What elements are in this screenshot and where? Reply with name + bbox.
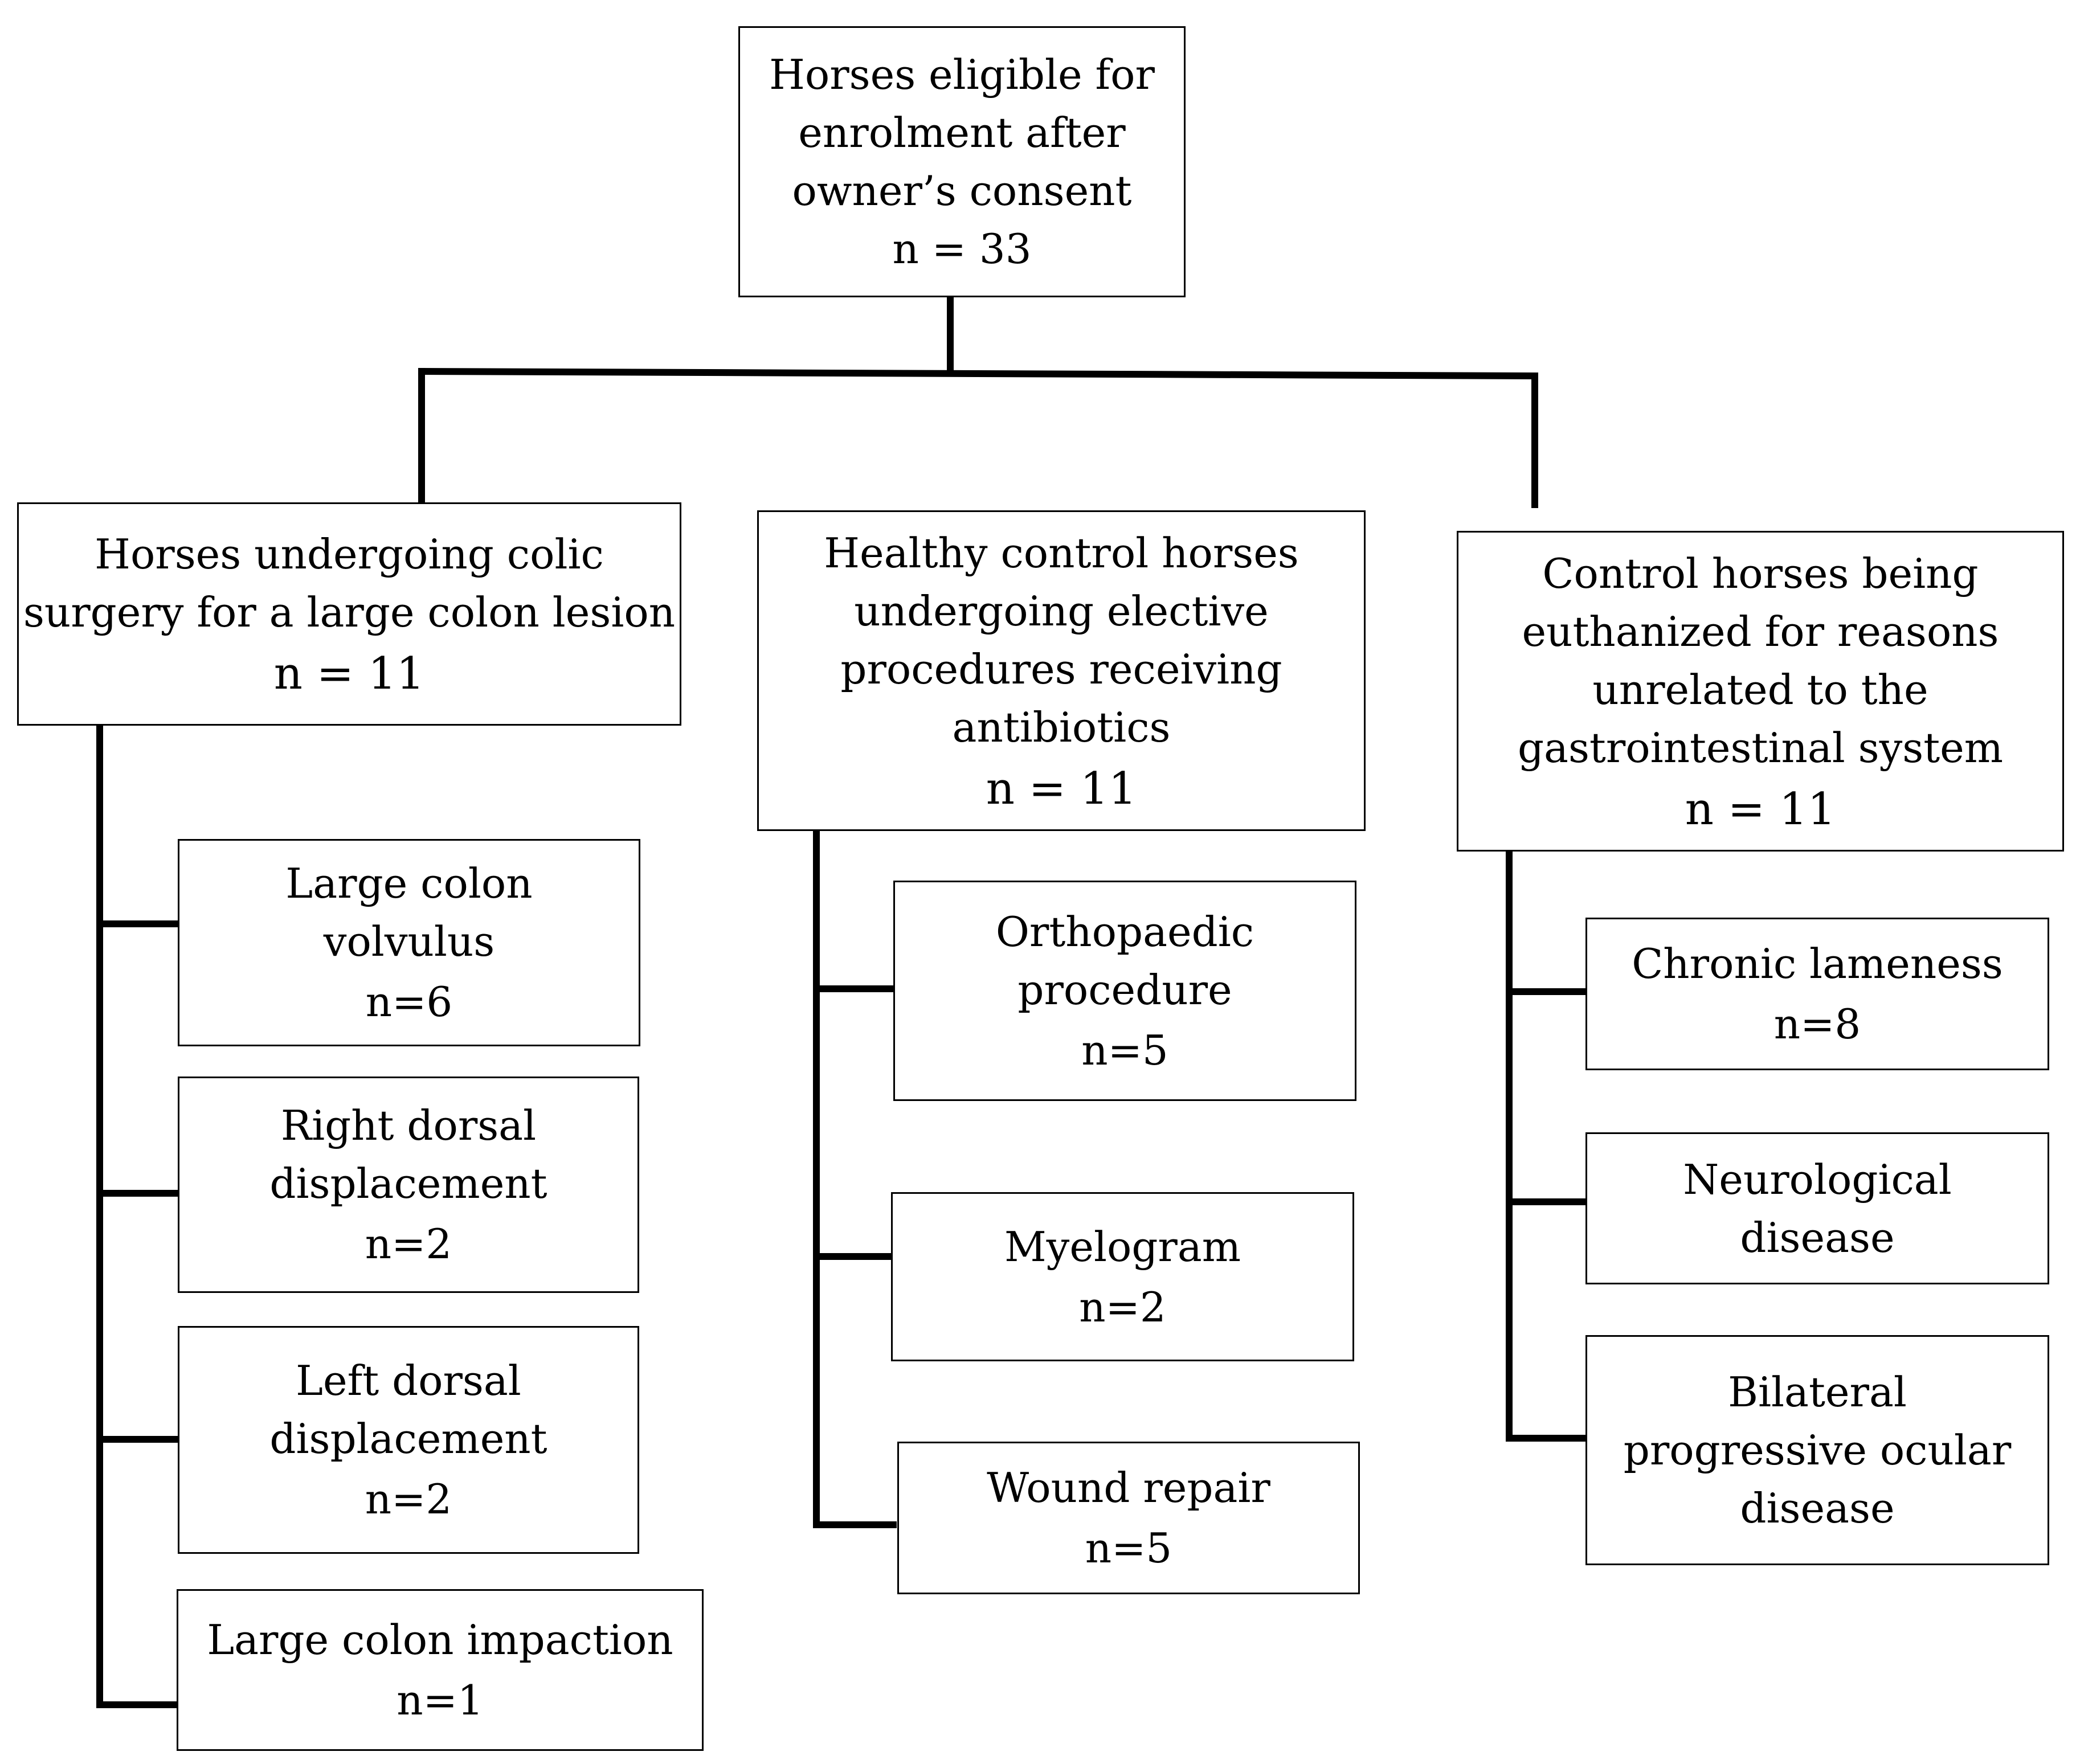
group-2-child-1-count: n=5 bbox=[1081, 1026, 1168, 1074]
root-count: n = 33 bbox=[892, 225, 1032, 273]
group-2-child-1-line-2: procedure bbox=[1017, 965, 1232, 1014]
group-3-line-4: gastrointestinal system bbox=[1517, 723, 2004, 772]
group-1-child-3-line-1: Left dorsal bbox=[296, 1357, 521, 1405]
group-3-child-3-line-3: disease bbox=[1740, 1484, 1895, 1532]
group-3-box: Control horses being euthanized for reas… bbox=[1457, 531, 2064, 852]
group-1-child-3-box: Left dorsal displacement n=2 bbox=[178, 1326, 639, 1554]
group-1-child-2-line-2: displacement bbox=[269, 1160, 547, 1208]
group-1-child-2-count: n=2 bbox=[365, 1220, 452, 1268]
branch-bar bbox=[418, 367, 1539, 380]
group-2-child-3-box: Wound repair n=5 bbox=[897, 1442, 1360, 1594]
group-1-child-1-count: n=6 bbox=[365, 978, 453, 1026]
group-3-line-2: euthanized for reasons bbox=[1522, 607, 1999, 656]
group-2-child-2-line-1: Myelogram bbox=[1004, 1222, 1241, 1271]
root-box: Horses eligible for enrolment after owne… bbox=[738, 26, 1186, 297]
root-line-1: Horses eligible for bbox=[769, 51, 1155, 99]
group-2-line-3: procedures receiving bbox=[840, 645, 1282, 693]
group-2-child-3-line-1: Wound repair bbox=[987, 1464, 1270, 1512]
group-1-child-3-count: n=2 bbox=[365, 1475, 452, 1523]
group-1-child-3-line-2: displacement bbox=[269, 1415, 547, 1463]
group-1-child-2-box: Right dorsal displacement n=2 bbox=[178, 1077, 639, 1293]
group-3-child-2-box: Neurological disease bbox=[1585, 1132, 2049, 1284]
group-1-child-1-line-2: volvulus bbox=[323, 918, 495, 965]
group-2-count: n = 11 bbox=[986, 763, 1137, 815]
root-line-3: owner’s consent bbox=[792, 167, 1132, 215]
group-2-child-1-line-1: Orthopaedic bbox=[995, 907, 1254, 956]
group-1-child-4-box: Large colon impaction n=1 bbox=[177, 1589, 704, 1751]
group-2-line-2: undergoing elective bbox=[854, 587, 1269, 635]
group-1-child-4-line-1: Large colon impaction bbox=[207, 1616, 673, 1664]
group-2-child-2-box: Myelogram n=2 bbox=[891, 1192, 1354, 1361]
group-2-child-2-count: n=2 bbox=[1079, 1283, 1166, 1331]
group-2-line-4: antibiotics bbox=[952, 703, 1171, 751]
group-1-line-2: surgery for a large colon lesion bbox=[23, 588, 676, 636]
group-3-child-3-box: Bilateral progressive ocular disease bbox=[1585, 1335, 2049, 1565]
group-1-count: n = 11 bbox=[273, 648, 425, 699]
group-1-line-1: Horses undergoing colic bbox=[95, 530, 604, 578]
group-3-child-1-count: n=8 bbox=[1773, 1000, 1861, 1048]
group-3-child-2-line-1: Neurological bbox=[1683, 1155, 1952, 1204]
group-1-child-4-count: n=1 bbox=[397, 1676, 484, 1724]
group-3-line-1: Control horses being bbox=[1542, 549, 1979, 597]
group-2-child-3-count: n=5 bbox=[1085, 1524, 1172, 1572]
group-2-box: Healthy control horses undergoing electi… bbox=[757, 510, 1366, 831]
group-3-child-1-box: Chronic lameness n=8 bbox=[1585, 918, 2049, 1070]
group-3-child-2-line-2: disease bbox=[1740, 1213, 1895, 1262]
group-3-child-3-line-2: progressive ocular bbox=[1623, 1426, 2012, 1474]
group-3-child-1-line-1: Chronic lameness bbox=[1632, 940, 2003, 988]
group-3-count: n = 11 bbox=[1685, 783, 1836, 835]
group-1-child-1-box: Large colon volvulus n=6 bbox=[178, 839, 640, 1046]
group-3-line-3: unrelated to the bbox=[1592, 665, 1928, 714]
group-2-child-1-box: Orthopaedic procedure n=5 bbox=[893, 881, 1356, 1101]
group-1-child-2-line-1: Right dorsal bbox=[280, 1102, 537, 1149]
group-1-box: Horses undergoing colic surgery for a la… bbox=[17, 502, 681, 726]
group-2-line-1: Healthy control horses bbox=[824, 529, 1299, 577]
root-line-2: enrolment after bbox=[798, 109, 1126, 157]
group-3-child-3-line-1: Bilateral bbox=[1728, 1368, 1907, 1416]
group-1-child-1-line-1: Large colon bbox=[285, 860, 533, 907]
